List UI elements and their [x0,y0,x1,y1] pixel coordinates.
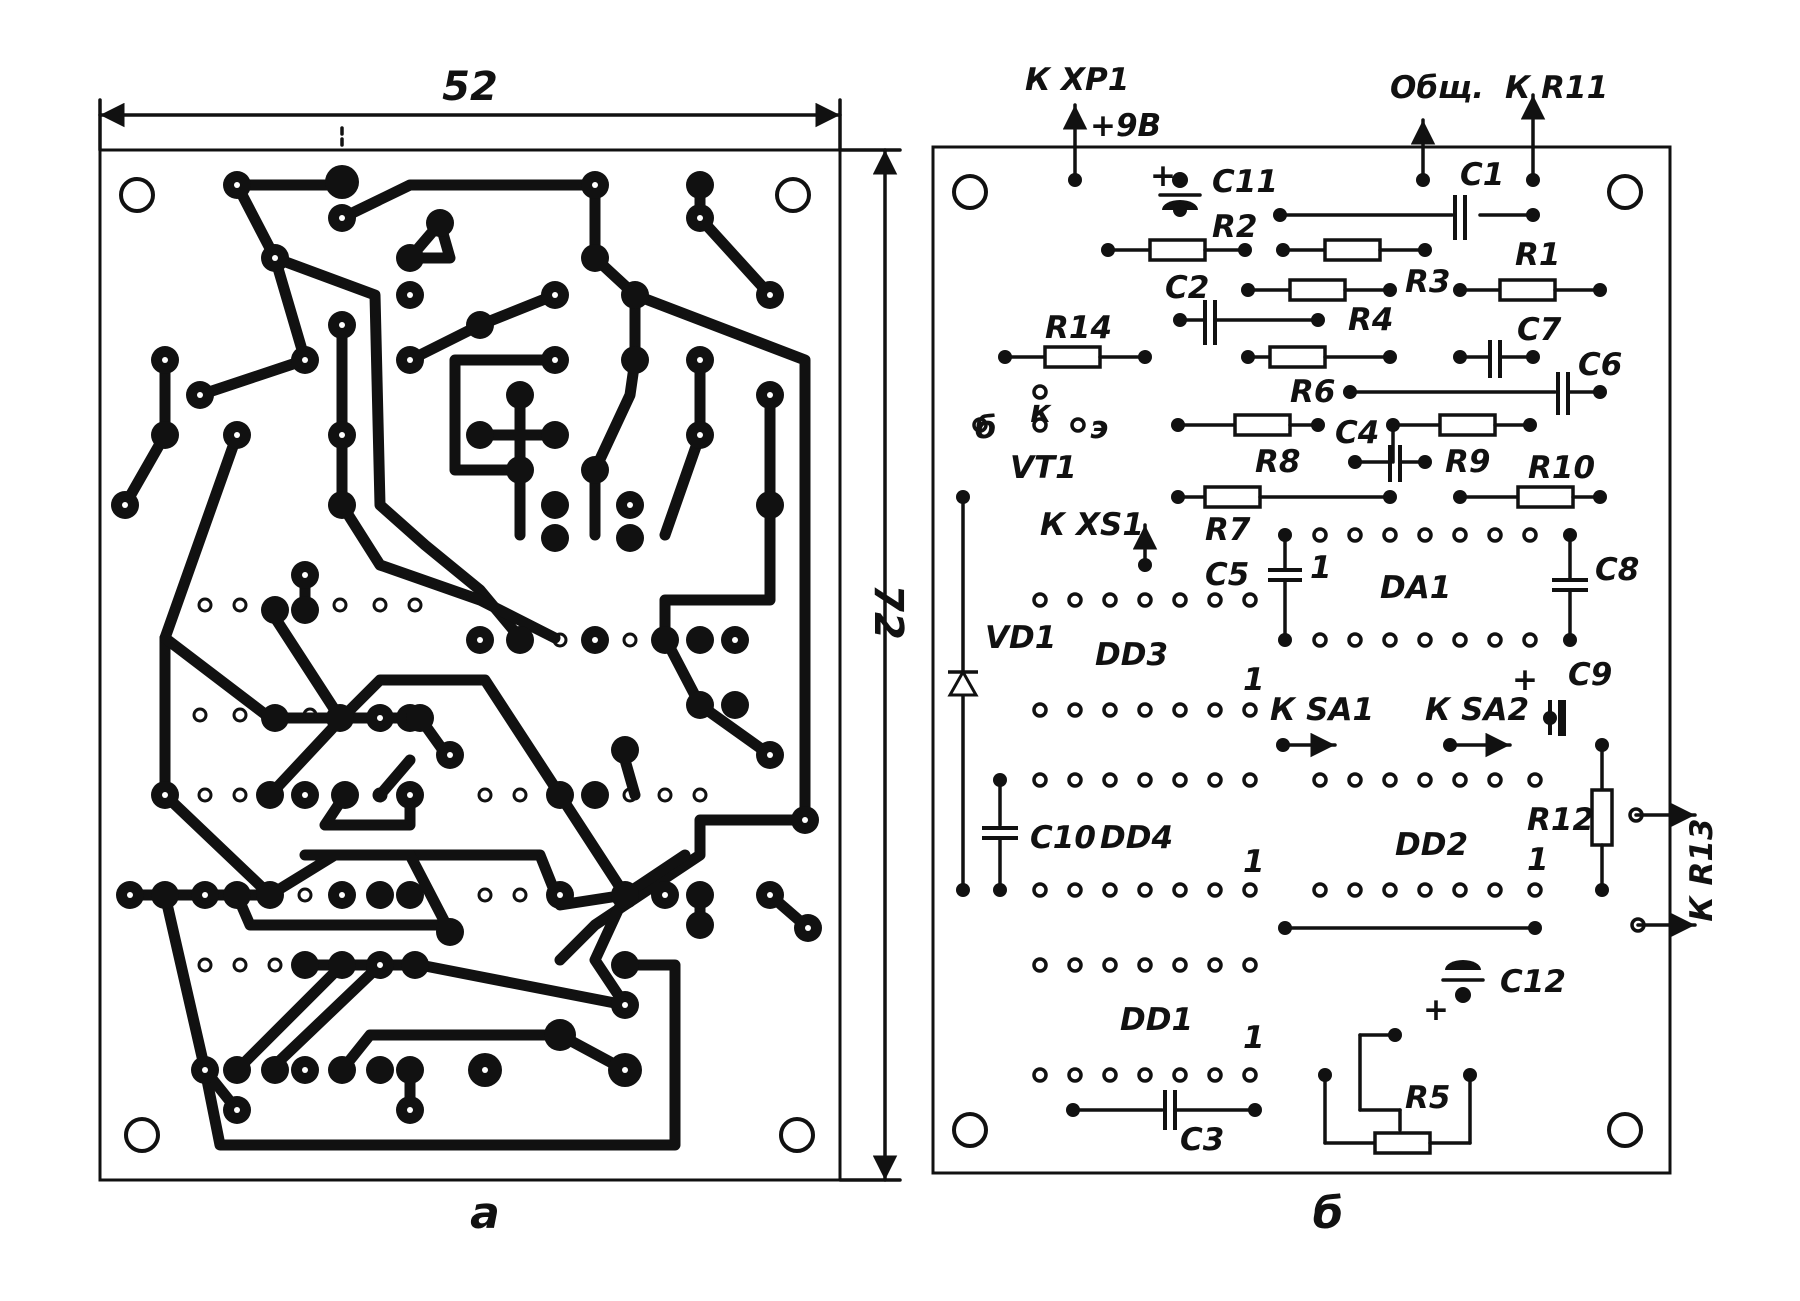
label-da1: DA1 [1380,570,1451,606]
label-pin-b: б [975,410,997,446]
label-c4: C4 [1335,415,1379,451]
label-xs1: К ХS1 [1040,507,1144,543]
copper-traces [119,179,814,1151]
label-common: Общ. [1390,70,1484,106]
label-c11: C11 [1212,164,1278,200]
component-labels: К ХР1 +9В Общ. К R11 + C11 C1 R2 R3 R1 C… [975,62,1720,1158]
label-r11: К R11 [1505,70,1608,106]
label-c3: C3 [1180,1122,1224,1158]
label-r2: R2 [1212,209,1257,245]
ic-socket-pins [972,384,1646,1083]
label-r1: R1 [1515,237,1560,273]
label-dd3: DD3 [1095,637,1168,673]
label-pin1-dd2: 1 [1527,842,1549,878]
label-pin1-dd4: 1 [1243,844,1265,880]
mounting-holes-b [952,174,1643,1148]
label-dd1: DD1 [1120,1002,1193,1038]
label-r5: R5 [1405,1080,1450,1116]
label-c8: C8 [1595,552,1639,588]
drill-holes [192,597,708,973]
label-dd4: DD4 [1100,820,1173,856]
label-r14: R14 [1045,310,1112,346]
label-c9: C9 [1568,657,1612,693]
label-c7: C7 [1517,312,1562,348]
label-pin1-da1: 1 [1310,550,1332,586]
label-xp1: К ХР1 [1025,62,1129,98]
label-r13: К R13 [1684,818,1720,921]
label-c6: C6 [1578,347,1622,383]
label-pin1-dd3: 1 [1243,662,1265,698]
board-outline-b [931,145,1672,1175]
connection-arrows [1062,93,1697,938]
label-sa2: К SA2 [1425,692,1529,728]
component-pads [956,173,1609,1117]
label-sa1: К SA1 [1270,692,1374,728]
label-r9: R9 [1445,444,1490,480]
caption-b: б [1313,1188,1344,1239]
label-vd1: VD1 [985,620,1056,656]
label-vt1: VT1 [1010,450,1077,486]
label-c10: C10 [1030,820,1096,856]
label-plus-c11: + [1150,158,1176,194]
label-r6: R6 [1290,374,1335,410]
mounting-holes-a [119,177,815,1153]
label-plus-c9: + [1512,662,1538,698]
label-dd2: DD2 [1395,827,1468,863]
solder-pads [111,165,822,1124]
label-c12: C12 [1500,964,1566,1000]
pcb-trace-side-view: 52 72 [98,64,911,1239]
label-r3: R3 [1405,264,1450,300]
label-r10: R10 [1528,450,1595,486]
label-c1: C1 [1460,157,1504,193]
height-dimension: 72 [865,584,911,640]
component-side-view: К ХР1 +9В Общ. К R11 + C11 C1 R2 R3 R1 C… [931,62,1720,1239]
label-pin-k: к [1030,394,1052,430]
label-c2: C2 [1165,270,1209,306]
board-outline-a [98,148,842,1182]
label-pin1-dd1: 1 [1243,1020,1265,1056]
width-dimension: 52 [442,64,498,110]
label-r7: R7 [1205,512,1251,548]
label-pin-e: э [1090,410,1108,446]
label-r8: R8 [1255,444,1300,480]
label-r12: R12 [1527,802,1594,838]
label-c5: C5 [1205,557,1249,593]
caption-a: а [470,1188,500,1239]
label-plus9v: +9В [1090,108,1161,144]
label-r4: R4 [1348,302,1393,338]
label-plus-c12: + [1423,992,1449,1028]
